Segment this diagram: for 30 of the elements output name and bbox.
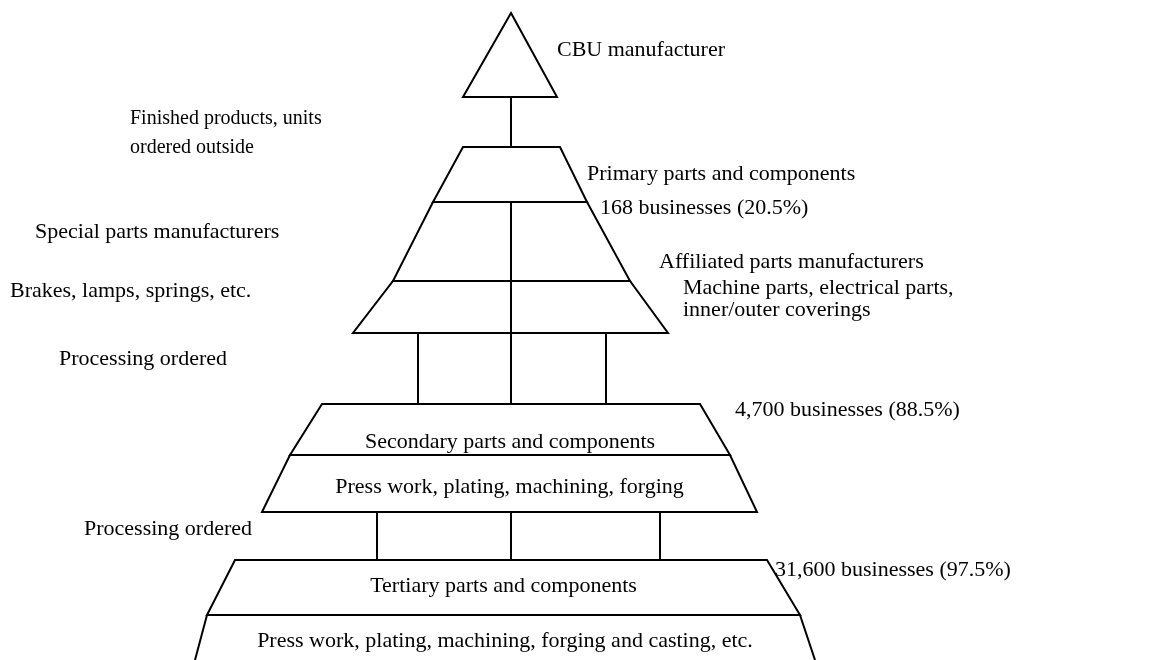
tier-label: Press work, plating, machining, forging <box>334 475 685 497</box>
annotation-text: Brakes, lamps, springs, etc. <box>10 276 252 304</box>
connector-line <box>510 96 512 148</box>
annotation-text: Processing ordered <box>84 514 252 542</box>
annotation-text: 168 businesses (20.5%) <box>600 193 809 221</box>
connector-line <box>659 511 661 561</box>
connector-line <box>376 511 378 561</box>
annotation-text: Special parts manufacturers <box>35 217 280 245</box>
tier-label: Secondary parts and components <box>363 430 657 452</box>
pyramid-base <box>195 615 815 660</box>
pyramid-tier <box>393 202 630 281</box>
connector-line <box>417 332 419 405</box>
pyramid-tier <box>353 281 668 333</box>
connector-line <box>510 332 512 405</box>
apex-triangle <box>463 13 557 97</box>
tier-label: Tertiary parts and components <box>369 574 638 596</box>
annotation-text: Machine parts, electrical parts, inner/outer coverings <box>683 276 955 320</box>
annotation-text: Finished products, units ordered outside <box>130 105 323 159</box>
pyramid-tier <box>290 404 730 455</box>
annotation-text: 4,700 businesses (88.5%) <box>735 395 960 423</box>
annotation-text: Affiliated parts manufacturers <box>659 247 924 275</box>
pyramid-tier <box>262 455 757 512</box>
tier-label: Press work, plating, machining, forging and casting, etc. <box>256 629 754 651</box>
annotation-text: Primary parts and components <box>587 159 856 187</box>
annotation-text: Processing ordered <box>59 344 227 372</box>
connector-line <box>605 332 607 405</box>
annotation-text: 31,600 businesses (97.5%) <box>775 555 1011 583</box>
pyramid-tier <box>433 147 587 202</box>
connector-line <box>510 511 512 561</box>
tier-caption: CBU manufacturer <box>557 35 725 63</box>
